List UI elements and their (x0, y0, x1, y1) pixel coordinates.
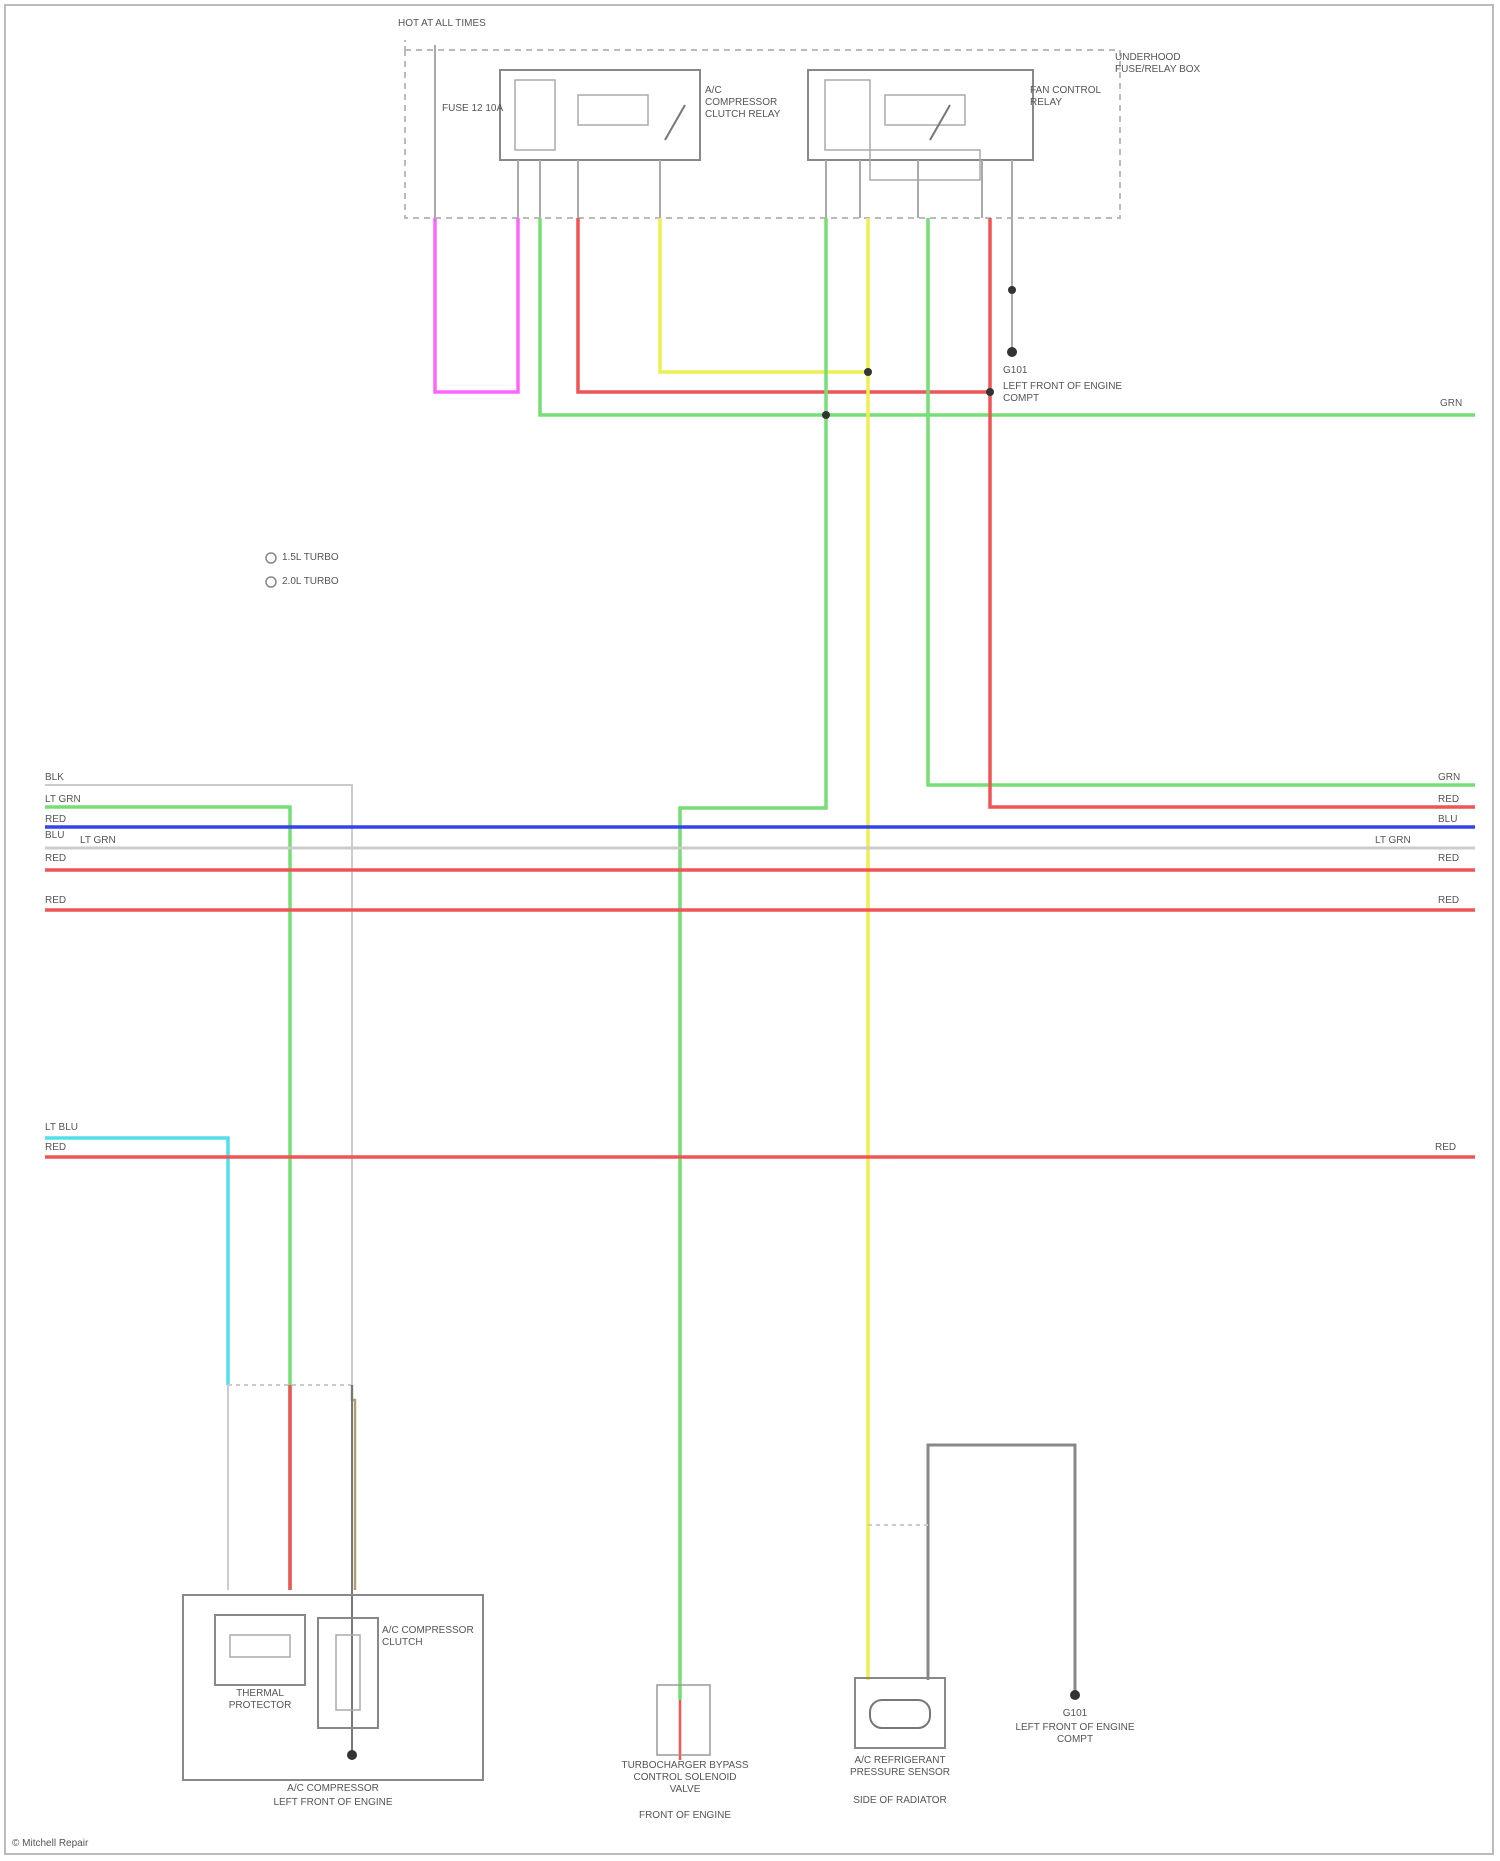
bus-right-5: RED (1438, 895, 1459, 907)
bus-label-2: RED (45, 814, 66, 826)
bus-blk (45, 785, 352, 1385)
compressor-location: LEFT FRONT OF ENGINE (183, 1797, 483, 1809)
ground-top-desc: LEFT FRONT OF ENGINE COMPT (1003, 381, 1123, 405)
compressor-label: A/C COMPRESSOR (183, 1783, 483, 1795)
thermal-protector-label: THERMAL PROTECTOR (205, 1688, 315, 1712)
red-wire-right (990, 218, 1475, 807)
relay1-outer (500, 70, 700, 160)
green-wire-right (928, 218, 1475, 785)
relay1-label: A/C COMPRESSOR CLUTCH RELAY (705, 85, 790, 121)
lower-left-1: RED (45, 1142, 66, 1154)
bus-right-3: LT GRN (1375, 835, 1411, 847)
bus-label-1: LT GRN (45, 794, 81, 806)
legend-2-marker (266, 577, 276, 587)
fuse-label: FUSE 12 10A (442, 103, 503, 115)
ground-bottom-desc: LEFT FRONT OF ENGINE COMPT (1010, 1722, 1140, 1746)
lower-right: RED (1435, 1142, 1456, 1154)
pressure-sensor-box (855, 1678, 945, 1748)
thermal-protector-box (215, 1615, 305, 1685)
pressure-grey-wire (928, 1445, 1075, 1695)
valve-box (657, 1685, 710, 1755)
green-wire-mid (680, 218, 826, 1700)
relay2-switch (930, 105, 950, 140)
ground-top: G101 (1003, 365, 1027, 377)
bus-right-0: GRN (1438, 772, 1460, 784)
bus-ltgrn (45, 807, 290, 1590)
relay2-label: FAN CONTROL RELAY (1030, 85, 1110, 109)
bus-label-5: RED (45, 853, 66, 865)
pressure-location: SIDE OF RADIATOR (830, 1795, 970, 1807)
relay2-internal (870, 150, 980, 180)
bus-label-3: BLU (45, 830, 64, 842)
bus-right-1: RED (1438, 794, 1459, 806)
fuse-header: HOT AT ALL TIMES (398, 18, 486, 30)
ground-bottom: G101 (1020, 1708, 1130, 1720)
bus-label-0: BLK (45, 772, 64, 784)
bus-ltblu (45, 1138, 228, 1385)
pressure-label: A/C REFRIGERANT PRESSURE SENSOR (830, 1755, 970, 1779)
bus-right-4: RED (1438, 853, 1459, 865)
relay1-inner (515, 80, 555, 150)
relay1-coil (578, 95, 648, 125)
relay1-switch (665, 105, 685, 140)
bus-right-2: BLU (1438, 814, 1457, 826)
legend-1: 1.5L TURBO (282, 552, 339, 564)
relay-box-label: UNDERHOOD FUSE/RELAY BOX (1115, 52, 1235, 76)
legend-2: 2.0L TURBO (282, 576, 339, 588)
relay2-outer (808, 70, 1033, 160)
top-right-label: GRN (1440, 398, 1462, 410)
bus-label-6: RED (45, 895, 66, 907)
legend-1-marker (266, 553, 276, 563)
lower-left-0: LT BLU (45, 1122, 78, 1134)
valve-label: TURBOCHARGER BYPASS CONTROL SOLENOID VAL… (620, 1760, 750, 1796)
valve-location: FRONT OF ENGINE (620, 1810, 750, 1822)
yellow-wire-top (660, 218, 868, 372)
pink-wire (435, 218, 518, 392)
relay2-inner (825, 80, 870, 150)
comp-clutch-label: A/C COMPRESSOR CLUTCH (382, 1625, 482, 1649)
bus-label-4: LT GRN (80, 835, 116, 847)
footer-copyright: © Mitchell Repair (12, 1838, 88, 1850)
relay2-coil (885, 95, 965, 125)
